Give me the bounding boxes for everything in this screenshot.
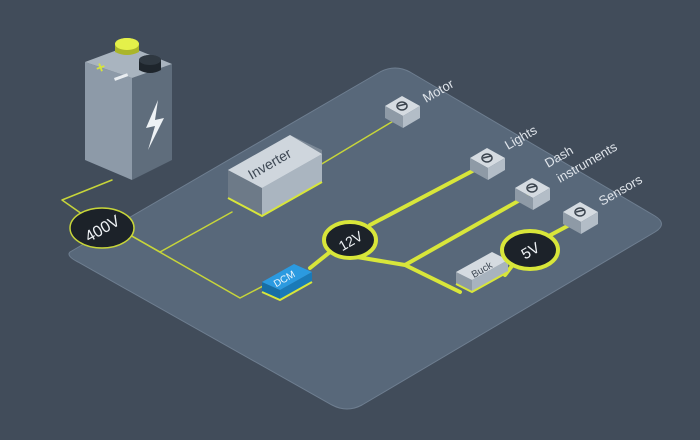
node-5v: 5V xyxy=(500,229,560,271)
dcm-module: DCM xyxy=(261,264,313,302)
buck-module: Buck xyxy=(455,252,509,294)
bulb-coil-icon xyxy=(396,101,408,111)
inverter-module: Inverter xyxy=(227,135,323,218)
wire-dcm-12v xyxy=(308,250,332,270)
wire-inverter-motor xyxy=(314,119,396,169)
node-12v: 12V xyxy=(322,220,378,260)
lightning-bolt-icon xyxy=(146,100,164,150)
node-5v-label: 5V xyxy=(519,239,543,263)
wire-400v-dcm xyxy=(129,234,266,299)
node-400v: 400V xyxy=(69,207,135,249)
wire-12v-lights xyxy=(368,165,482,227)
battery: + xyxy=(85,38,172,180)
bulb-coil-icon xyxy=(526,183,538,193)
bulb-coil-icon xyxy=(574,207,586,217)
wire-12v-buck xyxy=(403,263,462,294)
bulb-coil-icon xyxy=(481,153,493,163)
